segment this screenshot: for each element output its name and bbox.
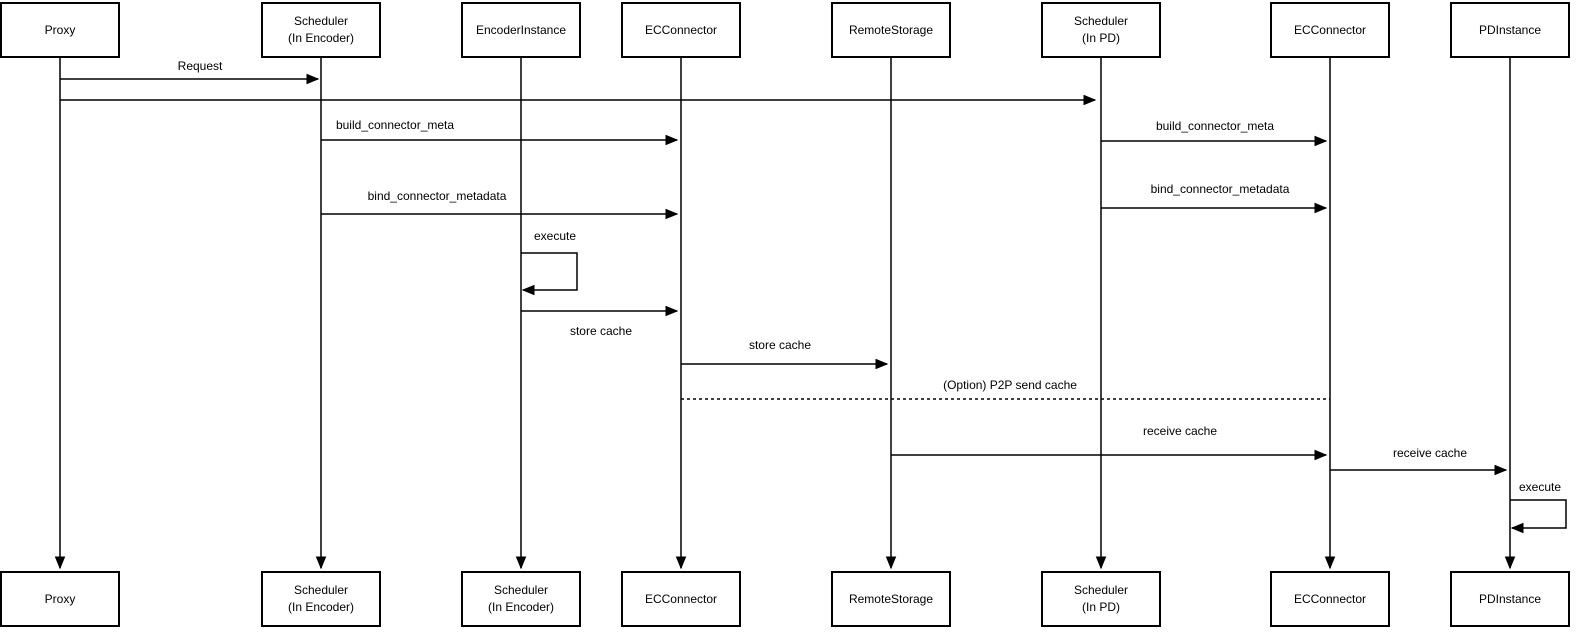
participant-top-remote-storage: RemoteStorage: [831, 2, 951, 58]
participant-bottom-scheduler-in-pd: Scheduler (In PD): [1041, 571, 1161, 627]
message-label-build-connector-meta-r: build_connector_meta: [1155, 119, 1275, 133]
message-label-execute-encoder: execute: [533, 229, 577, 243]
participant-top-pd-instance: PDInstance: [1450, 2, 1570, 58]
participant-top-scheduler-in-encoder: Scheduler (In Encoder): [261, 2, 381, 58]
participant-bottom-scheduler-in-encoder-2: Scheduler (In Encoder): [461, 571, 581, 627]
message-label-request: Request: [177, 59, 223, 73]
participant-top-encoder-instance: EncoderInstance: [461, 2, 581, 58]
participant-bottom-proxy: Proxy: [0, 571, 120, 627]
message-execute-pd: [1510, 499, 1567, 534]
message-label-store-cache-2: store cache: [748, 338, 812, 352]
participant-bottom-ec-connector-pd: ECConnector: [1270, 571, 1390, 627]
message-label-receive-cache-2: receive cache: [1392, 446, 1468, 460]
message-label-execute-pd: execute: [1518, 480, 1562, 494]
message-label-p2p-send-cache: (Option) P2P send cache: [943, 378, 1077, 392]
message-label-bind-connector-meta-l: bind_connector_metadata: [367, 189, 507, 203]
message-execute-encoder: [521, 252, 578, 296]
message-label-store-cache-1: store cache: [569, 324, 633, 338]
participant-top-proxy: Proxy: [0, 2, 120, 58]
participant-top-scheduler-in-pd: Scheduler (In PD): [1041, 2, 1161, 58]
message-label-build-connector-meta-l: build_connector_meta: [335, 118, 455, 132]
participant-bottom-remote-storage: RemoteStorage: [831, 571, 951, 627]
message-label-receive-cache-1: receive cache: [1142, 424, 1218, 438]
message-label-bind-connector-meta-r: bind_connector_metadata: [1150, 182, 1290, 196]
participant-bottom-ec-connector-encoder: ECConnector: [621, 571, 741, 627]
participant-top-ec-connector-encoder: ECConnector: [621, 2, 741, 58]
participant-bottom-scheduler-in-encoder: Scheduler (In Encoder): [261, 571, 381, 627]
participant-bottom-pd-instance: PDInstance: [1450, 571, 1570, 627]
participant-top-ec-connector-pd: ECConnector: [1270, 2, 1390, 58]
